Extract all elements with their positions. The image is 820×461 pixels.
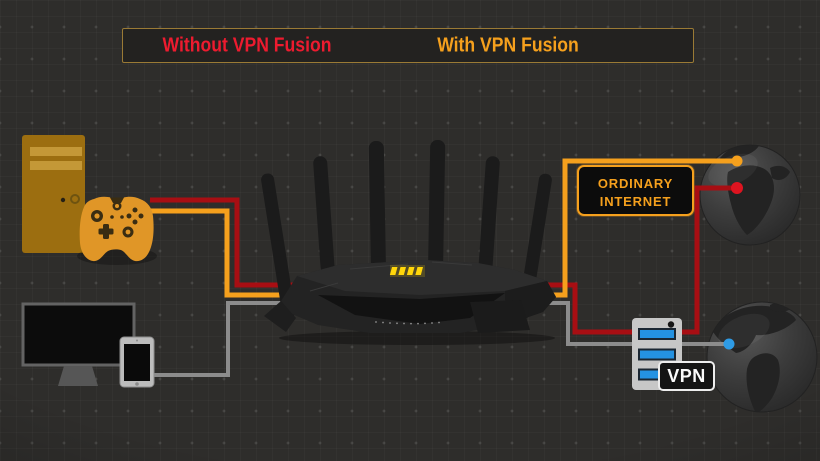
monitor-icon xyxy=(21,302,136,386)
ordinary-internet-endpoint-dot xyxy=(731,155,743,167)
ordinary-internet-label: ORDINARY INTERNET xyxy=(577,165,694,216)
ordinary-internet-line1: ORDINARY xyxy=(597,176,674,191)
desktop-tower-icon xyxy=(22,135,85,253)
globe-europe-africa-icon xyxy=(699,144,801,246)
vpn-routed-endpoint-dot xyxy=(731,182,743,194)
with-vpn-fusion-label: With VPN Fusion xyxy=(437,34,579,56)
game-controller-icon xyxy=(77,196,157,265)
smartphone-icon xyxy=(119,336,155,388)
router-icon xyxy=(261,140,556,345)
globe-americas-icon xyxy=(706,301,818,413)
comparison-header: Without VPN Fusion With VPN Fusion xyxy=(122,28,694,63)
ordinary-internet-line2: INTERNET xyxy=(599,194,672,209)
router-vent-dots xyxy=(375,321,440,325)
without-vpn-fusion-label: Without VPN Fusion xyxy=(162,34,332,56)
without-vpn-connection-line xyxy=(150,185,737,335)
vpn-server-endpoint-dot xyxy=(723,338,735,350)
router-status-leds xyxy=(389,265,425,277)
vpn-badge: VPN xyxy=(658,361,715,391)
